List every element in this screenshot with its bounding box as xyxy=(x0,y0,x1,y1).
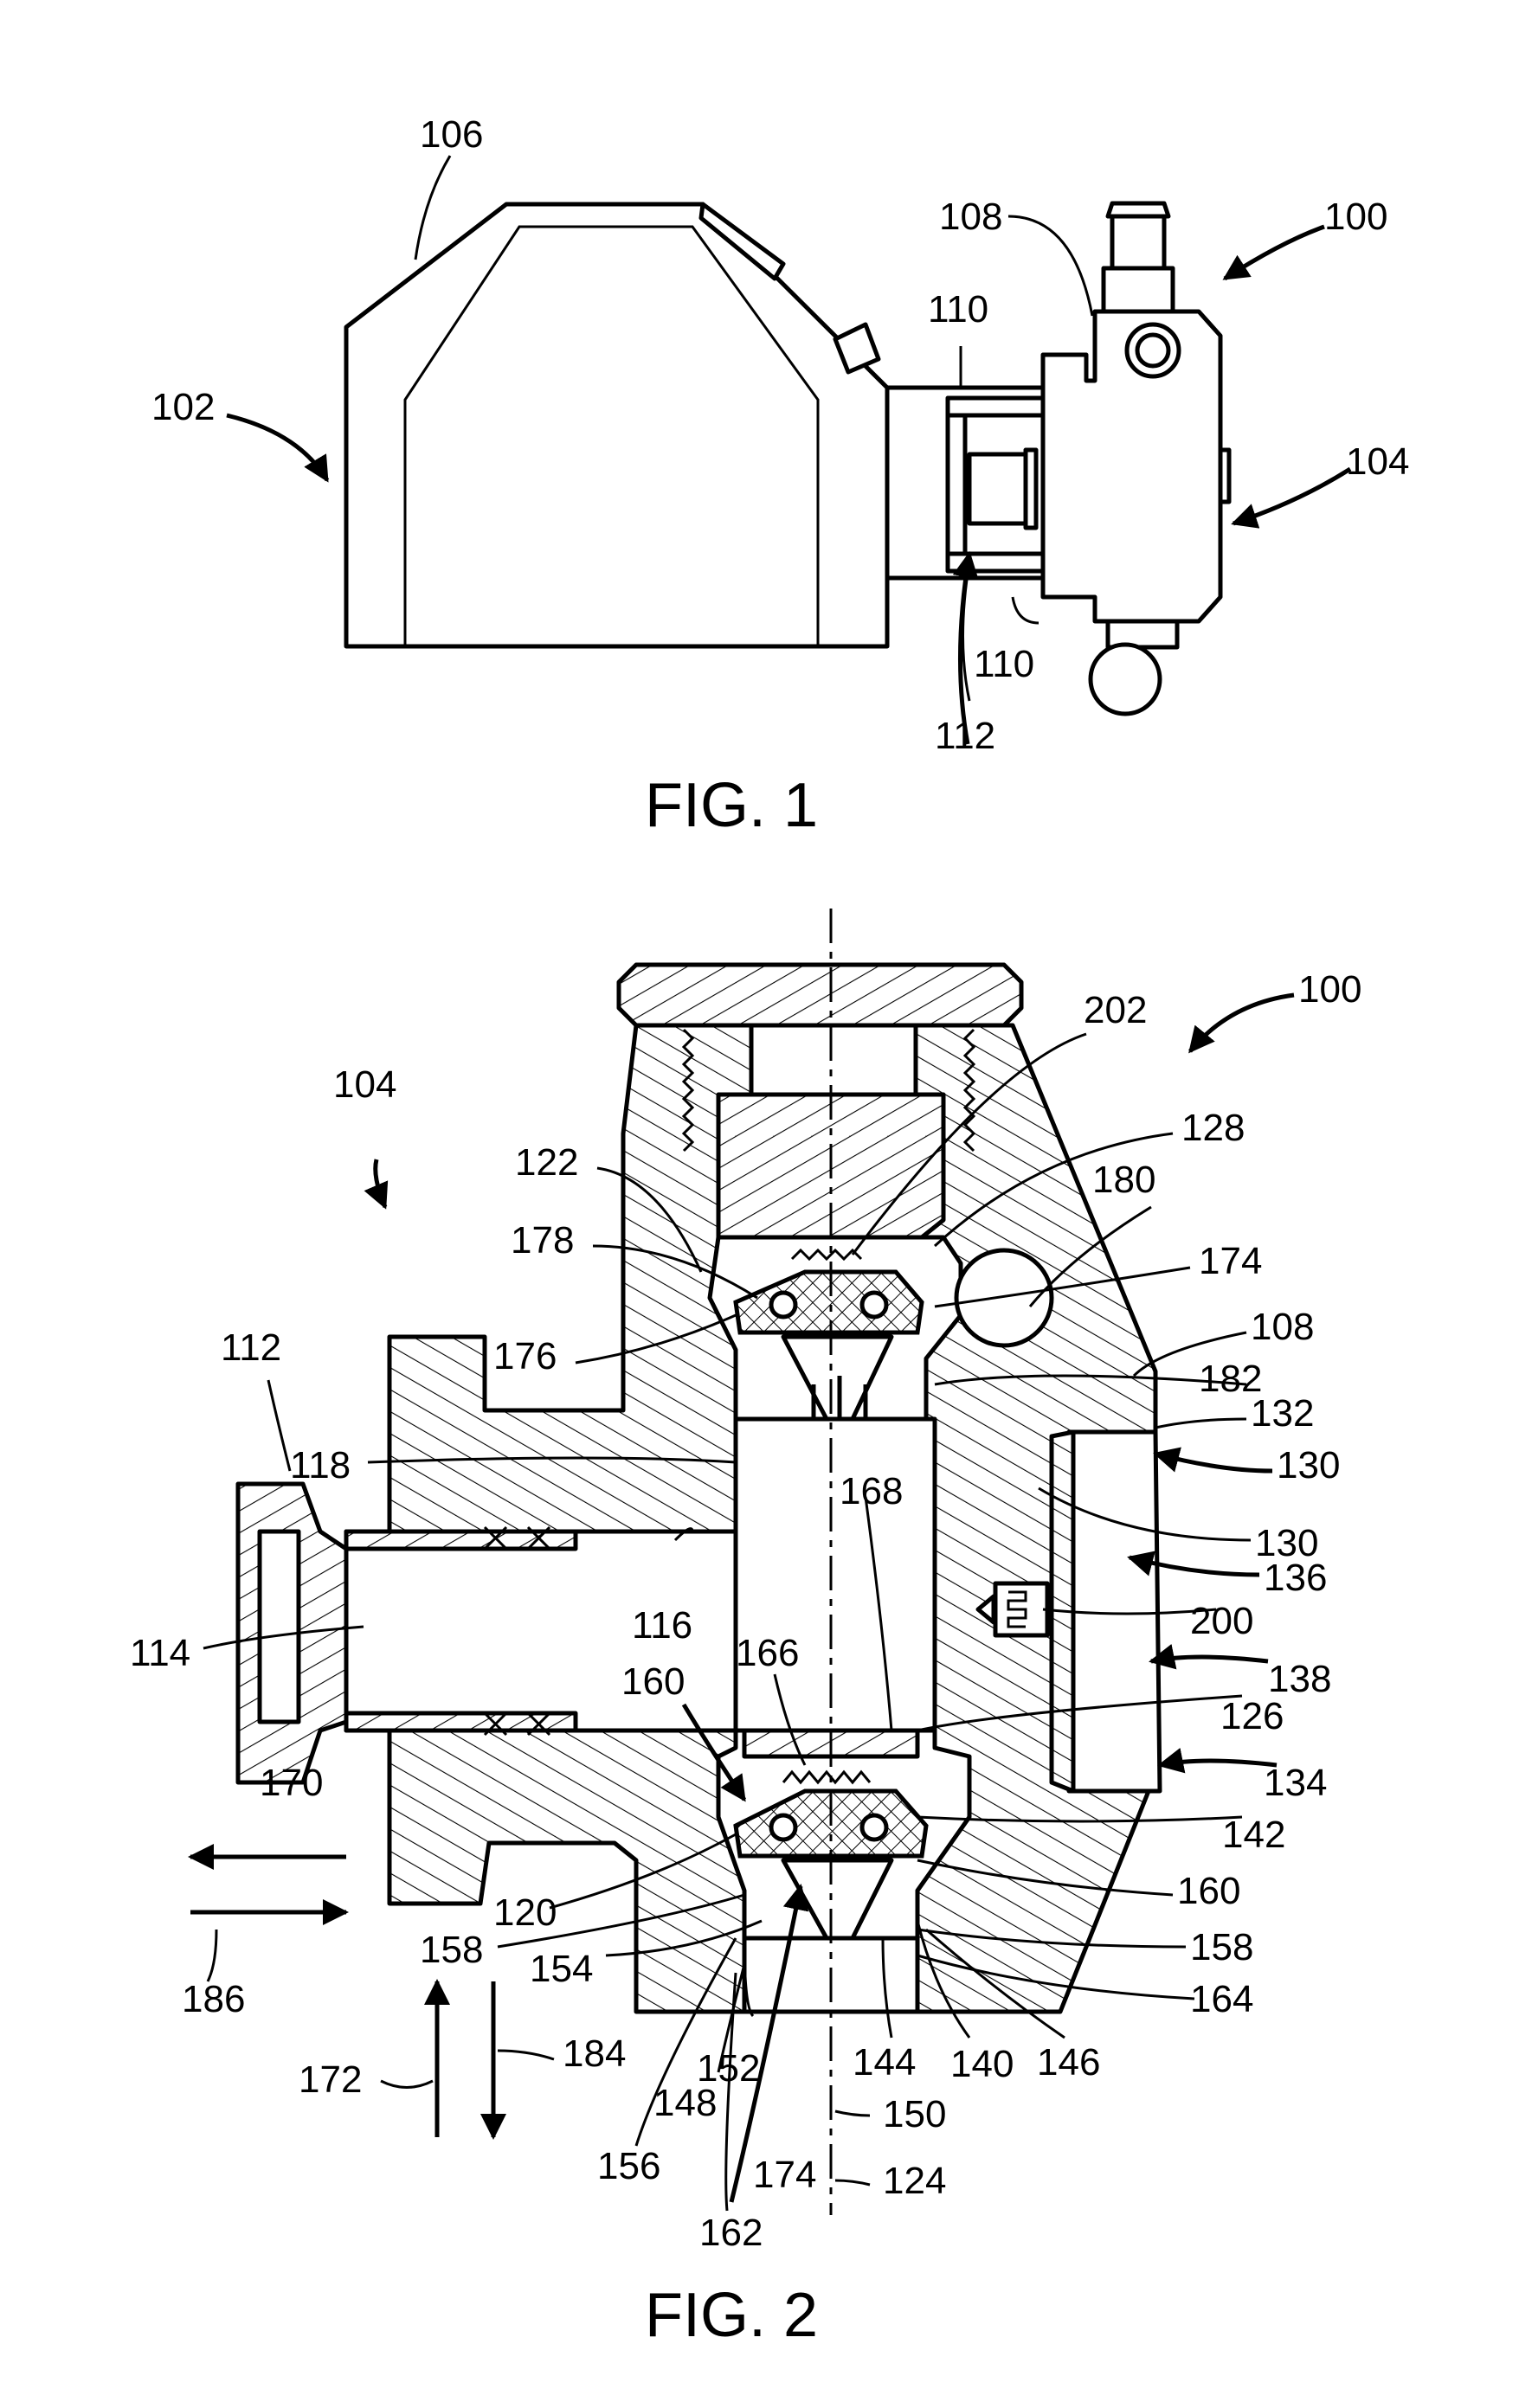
label-110: 110 xyxy=(974,643,1034,685)
label-116: 116 xyxy=(632,1604,692,1647)
label-150: 150 xyxy=(883,2093,946,2135)
label-148: 148 xyxy=(653,2082,717,2124)
figure-caption-1: FIG. 1 xyxy=(645,771,818,840)
label-186: 186 xyxy=(182,1978,245,2020)
valve-body-108 xyxy=(1043,203,1229,714)
label-174: 174 xyxy=(1199,1240,1262,1282)
label-184: 184 xyxy=(563,2032,626,2075)
label-146: 146 xyxy=(1037,2041,1100,2084)
label-106: 106 xyxy=(420,113,483,156)
label-158: 158 xyxy=(1190,1926,1253,1968)
label-104: 104 xyxy=(1346,440,1409,483)
figure-caption-2: FIG. 2 xyxy=(645,2281,818,2350)
label-100: 100 xyxy=(1324,196,1387,238)
label-178: 178 xyxy=(511,1219,574,1262)
label-118: 118 xyxy=(290,1444,351,1487)
label-138: 138 xyxy=(1268,1658,1331,1700)
figure-2: 100 202 104 128 122 180 178 174 108 176 … xyxy=(130,909,1361,2350)
coupling-110 xyxy=(887,388,1043,578)
cap-nut xyxy=(619,965,1021,1025)
label-112: 112 xyxy=(221,1326,281,1369)
label-100: 100 xyxy=(1298,968,1361,1011)
label-128: 128 xyxy=(1181,1107,1245,1149)
label-202: 202 xyxy=(1084,989,1147,1031)
label-154: 154 xyxy=(530,1948,593,1990)
label-142: 142 xyxy=(1222,1814,1285,1856)
label-168: 168 xyxy=(840,1470,903,1512)
label-170: 170 xyxy=(260,1762,323,1804)
label-112: 112 xyxy=(935,715,995,757)
label-126: 126 xyxy=(1220,1695,1284,1737)
label-102: 102 xyxy=(151,386,215,428)
label-108: 108 xyxy=(939,196,1002,238)
label-158: 158 xyxy=(420,1929,483,1971)
label-174: 174 xyxy=(753,2154,816,2196)
label-124: 124 xyxy=(883,2160,946,2202)
label-132: 132 xyxy=(1251,1392,1314,1435)
figure-1: 106 108 100 110 102 104 110 112 FIG. 1 xyxy=(151,113,1409,840)
label-160: 160 xyxy=(1177,1870,1240,1912)
label-156: 156 xyxy=(597,2145,660,2187)
label-110: 110 xyxy=(928,288,988,331)
label-140: 140 xyxy=(950,2043,1014,2085)
label-108: 108 xyxy=(1251,1306,1314,1348)
label-164: 164 xyxy=(1190,1978,1253,2020)
label-162: 162 xyxy=(699,2212,763,2254)
label-176: 176 xyxy=(493,1335,557,1377)
central-bore-118 xyxy=(736,1419,935,1731)
label-172: 172 xyxy=(299,2058,362,2101)
label-130: 130 xyxy=(1277,1444,1340,1487)
label-134: 134 xyxy=(1264,1762,1327,1804)
label-114: 114 xyxy=(130,1632,190,1674)
label-122: 122 xyxy=(515,1141,578,1184)
label-160: 160 xyxy=(621,1660,685,1703)
label-144: 144 xyxy=(853,2041,916,2084)
label-120: 120 xyxy=(493,1891,557,1934)
pump-housing-102 xyxy=(346,204,887,646)
label-104: 104 xyxy=(333,1063,396,1106)
label-200: 200 xyxy=(1190,1600,1253,1642)
label-136: 136 xyxy=(1264,1557,1327,1599)
label-180: 180 xyxy=(1092,1159,1155,1201)
label-166: 166 xyxy=(736,1632,799,1674)
